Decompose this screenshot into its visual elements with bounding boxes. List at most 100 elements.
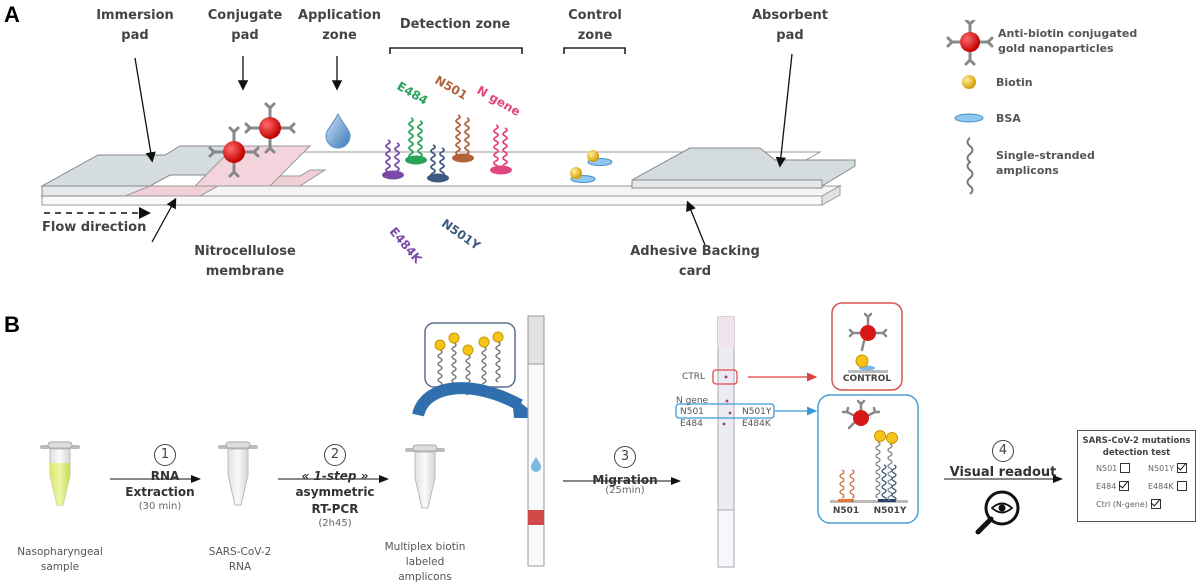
test-strip-before xyxy=(527,315,545,567)
result-card-title: SARS-CoV-2 mutations xyxy=(1082,436,1191,446)
step-title: RNA xyxy=(150,469,180,483)
result-label: E484K xyxy=(1148,481,1174,491)
gold-nanoparticle-icon xyxy=(946,20,994,66)
amplicons-inset xyxy=(424,322,516,396)
step-1-bottom: Extraction (30 min) xyxy=(110,484,210,512)
workflow-graphics xyxy=(40,302,1063,568)
capture-spot xyxy=(382,170,404,180)
control-detail-box xyxy=(831,302,903,391)
checkbox-unchecked[interactable] xyxy=(1176,481,1187,491)
tube-rna xyxy=(218,441,258,506)
step-title: Visual readout xyxy=(949,465,1057,480)
caption-nasopharyngeal: Nasopharyngeal sample xyxy=(5,545,115,575)
amplicon-strand xyxy=(430,144,436,178)
caption-line: Multiplex biotin xyxy=(384,541,466,553)
legend: Anti-biotin conjugated gold nanoparticle… xyxy=(942,20,1192,200)
transfer-arrow xyxy=(412,382,523,417)
step-number: 2 xyxy=(324,444,346,466)
label-line: zone xyxy=(577,28,613,43)
step-title: Migration xyxy=(592,473,658,487)
detection-zone-bracket xyxy=(389,47,523,54)
amplicon-strand xyxy=(417,120,423,162)
probe-n-gene xyxy=(490,124,512,175)
amplicon-strand xyxy=(455,114,461,160)
amplicon-strand xyxy=(394,142,400,176)
biotin-icon xyxy=(962,75,976,89)
strip-label-ctrl: CTRL xyxy=(682,372,706,382)
result-label: N501 xyxy=(1096,463,1118,473)
magnifier-eye-icon xyxy=(975,490,1020,535)
tube-amplicons xyxy=(405,444,445,509)
capture-spot xyxy=(405,155,427,165)
application-zone-label: Application zone xyxy=(292,6,387,46)
lateral-flow-strip xyxy=(40,47,856,246)
panel-b-letter: B xyxy=(4,312,20,337)
checkbox-checked[interactable] xyxy=(1119,481,1130,491)
probe-e484 xyxy=(405,117,427,165)
step-2: 2 « 1-step » xyxy=(290,444,380,485)
caption-line: RNA xyxy=(228,561,252,573)
label-line: pad xyxy=(231,28,259,43)
label-line: Control xyxy=(568,8,622,23)
ctrl-highlight-box xyxy=(712,369,738,385)
result-card-subtitle: detection test xyxy=(1102,448,1171,458)
strip-label-e484: E484 xyxy=(680,419,703,429)
amplicon-strand xyxy=(502,127,508,169)
legend-line: gold nanoparticles xyxy=(998,42,1114,55)
result-item-n501: N501 xyxy=(1096,463,1131,473)
immersion-pad-pointer xyxy=(134,57,156,163)
amplicon-strand xyxy=(481,346,487,388)
result-item-e484: E484 xyxy=(1096,481,1130,491)
droplet-icon xyxy=(325,112,351,149)
capture-spot xyxy=(427,173,449,183)
step-4: 4 Visual readout xyxy=(944,440,1062,481)
nitrocellulose-label: Nitrocellulose membrane xyxy=(185,242,305,282)
caption-line: Nasopharyngeal xyxy=(17,546,103,558)
probe-n501 xyxy=(452,114,474,163)
control-zone-label: Control zone xyxy=(555,6,635,46)
control-box-label: CONTROL xyxy=(842,374,892,384)
tube-nasopharyngeal xyxy=(40,441,80,506)
amplicon-strand xyxy=(891,464,897,502)
label-line: Immersion xyxy=(96,8,174,23)
capture-spot xyxy=(490,165,512,175)
flow-direction-label: Flow direction xyxy=(42,220,147,235)
bsa-icon xyxy=(954,113,984,123)
nitrocellulose-pointer xyxy=(151,197,177,243)
amplicon-strand xyxy=(437,349,443,391)
strip-label-e484k: E484K xyxy=(742,419,771,429)
probe-e484k xyxy=(382,139,404,180)
step-number: 3 xyxy=(614,446,636,468)
legend-line: Anti-biotin conjugated xyxy=(998,27,1138,40)
result-item-e484k: E484K xyxy=(1148,481,1187,491)
step-number: 1 xyxy=(154,444,176,466)
droplet-icon xyxy=(531,457,541,472)
step-2-bottom: asymmetric RT-PCR (2h45) xyxy=(280,484,390,529)
strip-label-n501: N501 xyxy=(680,407,704,417)
checkbox-unchecked[interactable] xyxy=(1120,463,1131,473)
amplicon-strand xyxy=(451,342,457,384)
label-line: zone xyxy=(322,28,357,43)
absorbent-pad-pointer xyxy=(775,53,793,168)
legend-label-nanoparticles: Anti-biotin conjugated gold nanoparticle… xyxy=(998,26,1137,56)
result-label: N501Y xyxy=(1148,463,1175,473)
detection-zone-label: Detection zone xyxy=(399,17,511,32)
checkbox-checked[interactable] xyxy=(1177,463,1188,473)
amplicon-strand xyxy=(839,469,845,499)
amplicon-icon xyxy=(966,137,974,195)
biotin-icon xyxy=(462,344,474,356)
e484-line xyxy=(722,422,726,426)
strip-label-n-gene: N gene xyxy=(676,396,709,406)
biotin-icon xyxy=(434,339,446,351)
step-3-duration: (25min) xyxy=(605,485,645,496)
label-line: Absorbent xyxy=(751,8,829,23)
ctrl-line xyxy=(724,375,728,379)
checkbox-checked[interactable] xyxy=(1150,499,1161,509)
probe-spots xyxy=(382,114,512,183)
step-number: 4 xyxy=(992,440,1014,462)
amplicon-strand xyxy=(439,147,445,177)
amplicon-strand xyxy=(408,117,414,159)
caption-line: SARS-CoV-2 xyxy=(208,546,272,558)
biotin-icon xyxy=(478,336,490,348)
probe-n501y xyxy=(427,144,449,183)
